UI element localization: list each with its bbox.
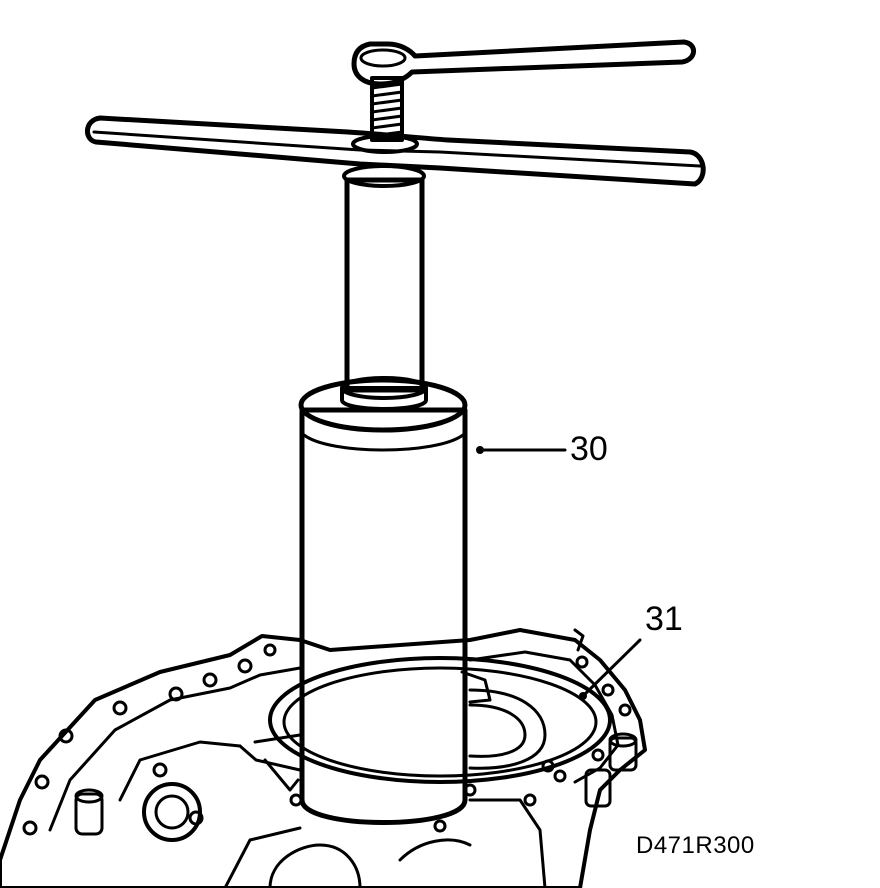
threaded-screw — [370, 76, 404, 142]
figure-id: D471R300 — [636, 832, 755, 859]
bolt-holes-left — [22, 643, 277, 836]
callout-label-31: 31 — [645, 600, 683, 638]
callout-leaders — [476, 446, 642, 700]
transmission-housing — [0, 628, 647, 888]
callout-label-30: 30 — [570, 430, 608, 468]
puller-tool — [85, 39, 706, 825]
seal-bore — [268, 656, 612, 784]
housing-ribs — [118, 733, 547, 888]
housing-bosses — [74, 628, 638, 842]
